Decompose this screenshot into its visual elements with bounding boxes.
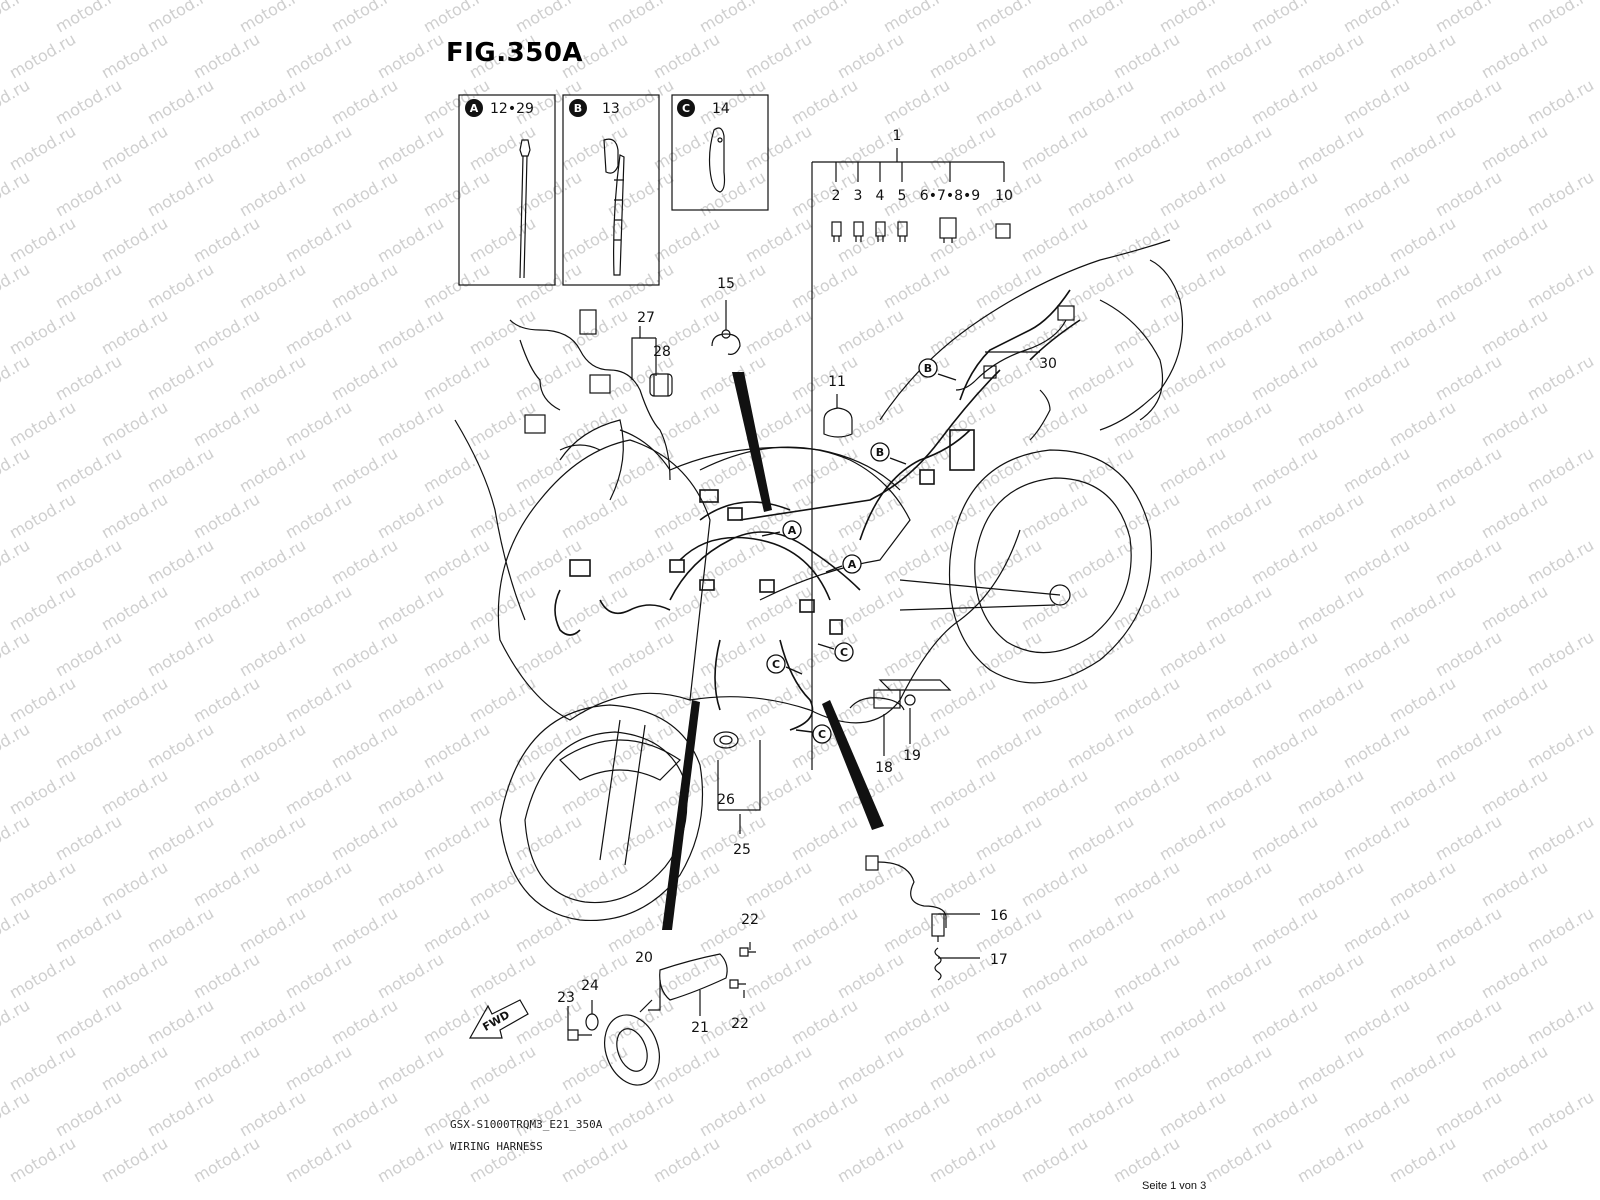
callout-3: 3 [854,188,863,204]
callout-16: 16 [990,908,1008,924]
callout-6-9: 6•7•8•9 [920,188,980,204]
callout-25: 25 [733,842,751,858]
part-1-bracket [811,148,1005,770]
part-17-spring [934,947,942,981]
inset-b-marker: B [569,99,587,117]
part-18-switch [849,689,905,711]
routing-marker-b2: B [870,442,890,462]
callout-24: 24 [581,978,599,994]
callout-20: 20 [635,950,653,966]
routing-marker-c1: C [766,654,786,674]
inset-a [458,94,556,286]
part-23-bolt [567,1029,592,1041]
svg-text:A: A [788,524,797,537]
part-21-bracket [659,953,728,1001]
callout-1: 1 [893,128,902,144]
svg-text:B: B [574,102,582,115]
callout-22-upper: 22 [741,912,759,928]
svg-text:B: B [876,446,884,459]
svg-text:B: B [924,362,932,375]
routing-marker-a2: A [842,554,862,574]
fwd-arrow [468,999,529,1039]
inset-a-parts: 12•29 [490,101,534,117]
figure-title: FIG.350A [446,38,584,68]
callout-18: 18 [875,760,893,776]
callout-27: 27 [637,310,655,326]
callout-23: 23 [557,990,575,1006]
routing-arrows [761,373,957,733]
part-19-bolt [904,694,916,706]
inset-b [562,94,660,286]
part-30-tail-harness [955,305,1075,441]
fuse-set [831,217,1011,243]
part-20-horn [604,999,660,1086]
svg-text:A: A [848,558,857,571]
figure-code: GSX-S1000TRQM3_E21_350A [450,1118,603,1131]
callout-30: 30 [1039,356,1057,372]
part-24-washer [585,1013,599,1031]
svg-text:C: C [772,658,780,671]
part-11-grommet [823,407,853,438]
inset-c [671,94,769,211]
page-indicator: Seite 1 von 3 [1142,1180,1207,1192]
part-15-clamp [711,300,741,355]
routing-marker-c3: C [812,724,832,744]
pointer-wedges [662,372,884,930]
callout-5: 5 [898,188,907,204]
inset-a-marker: A [465,99,483,117]
callout-19: 19 [903,748,921,764]
callout-4: 4 [876,188,885,204]
part-callouts: 1 2 3 4 5 6•7•8•9 10 11 15 16 17 18 19 2… [557,128,1057,1036]
routing-marker-a1: A [782,520,802,540]
callout-2: 2 [832,188,841,204]
headlight-harness [509,309,671,481]
callout-21: 21 [691,1020,709,1036]
callout-28: 28 [653,344,671,360]
routing-marker-c2: C [834,642,854,662]
svg-text:C: C [818,728,826,741]
main-harness [554,289,1081,731]
callout-11: 11 [828,374,846,390]
inset-c-parts: 14 [712,101,730,117]
figure-name: WIRING HARNESS [450,1140,543,1153]
callout-22-lower: 22 [731,1016,749,1032]
part-25-bracket [717,740,761,834]
part-16-sensor [865,855,947,942]
routing-marker-b1: B [918,358,938,378]
inset-b-parts: 13 [602,101,620,117]
part-22-bolts [729,947,756,989]
callout-10: 10 [995,188,1013,204]
svg-text:C: C [840,646,848,659]
part-28-grommet [649,373,673,397]
leader-lines [567,326,1040,1030]
inset-c-marker: C [677,99,695,117]
svg-text:A: A [470,102,479,115]
motorcycle-outline [454,239,1184,922]
svg-text:C: C [682,102,690,115]
callout-15: 15 [717,276,735,292]
callout-17: 17 [990,952,1008,968]
part-26-grommet [713,731,739,749]
callout-26: 26 [717,792,735,808]
